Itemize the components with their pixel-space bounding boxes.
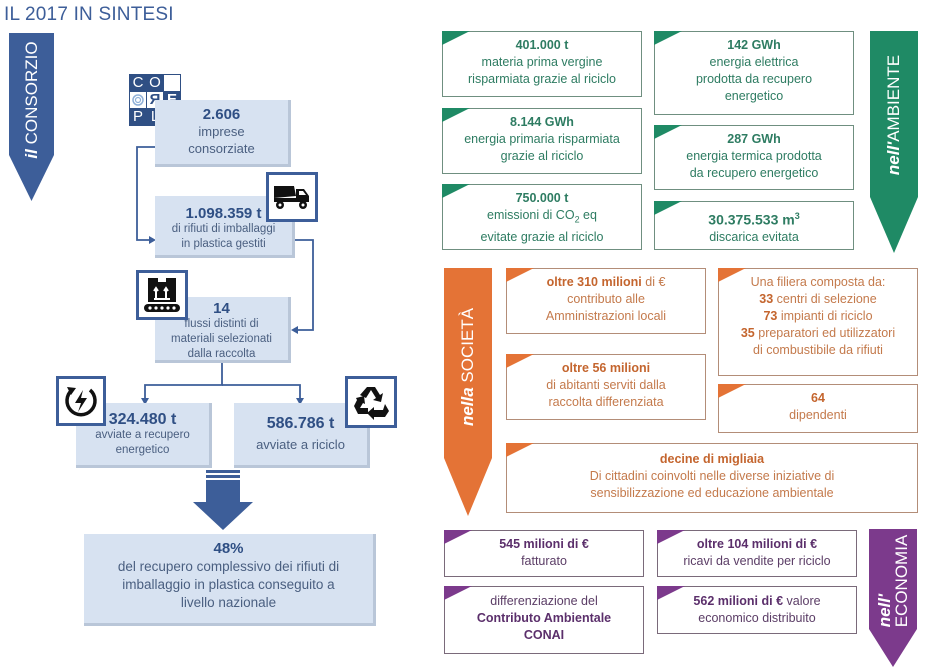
banner-ambiente: nell'AMBIENTE [870, 31, 918, 253]
corner-marker [654, 201, 682, 215]
societa-card-dipendenti: 64 dipendenti [718, 384, 918, 433]
corner-marker [442, 31, 470, 45]
banner-prefix: nella [458, 387, 477, 427]
ambiente-card-4: 287 GWh energia termica prodotta da recu… [654, 125, 854, 190]
recycle-icon [354, 387, 389, 420]
societa-card-abitanti: oltre 56 milioni di abitanti serviti dal… [506, 354, 706, 420]
corner-marker [718, 268, 746, 282]
corner-marker [654, 125, 682, 139]
imprese-box: 2.606 imprese consorziate [155, 100, 291, 167]
flussi-box: 14 flussi distinti di materiali selezion… [155, 297, 291, 363]
corner-marker [718, 384, 746, 398]
corner-marker [506, 268, 534, 282]
flussi-value: 14 [213, 300, 230, 317]
ambiente-card-1: 401.000 t materia prima vergine risparmi… [442, 31, 642, 97]
totale-value: 48% [213, 540, 244, 557]
corner-marker [654, 31, 682, 45]
ambiente-card-2: 142 GWh energia elettrica prodotta da re… [654, 31, 854, 115]
totale-box: 48% del recupero complessivo dei rifiuti… [84, 534, 376, 626]
conveyor-box-icon [144, 278, 180, 312]
corner-marker [442, 108, 470, 122]
page-title: IL 2017 IN SINTESI [4, 4, 174, 25]
ambiente-card-3: 8.144 GWh energia primaria risparmiata g… [442, 108, 642, 174]
corner-marker [657, 530, 685, 544]
banner-economia: nell'ECONOMIA [869, 529, 917, 667]
truck-icon-box [266, 172, 318, 222]
corner-marker [444, 586, 472, 600]
banner-consorzio: il CONSORZIO [9, 33, 54, 201]
imprese-value: 2.606 [202, 106, 241, 123]
energy-recovery-icon [65, 387, 97, 417]
corner-marker [506, 443, 534, 457]
banner-label: SOCIETÀ [458, 308, 477, 383]
economia-card-ricavi: oltre 104 milioni di € ricavi da vendite… [657, 530, 857, 577]
ambiente-card-5: 750.000 t emissioni di CO2 eq evitate gr… [442, 184, 642, 250]
conveyor-icon-box [136, 270, 188, 320]
flow-connectors [136, 146, 314, 530]
economia-card-contributo: differenziazione del Contributo Ambienta… [444, 586, 644, 654]
rifiuti-box: 1.098.359 t di rifiuti di imballaggi in … [155, 196, 295, 258]
corner-marker [442, 184, 470, 198]
corner-marker [444, 530, 472, 544]
banner-prefix: nell' [875, 594, 894, 628]
economia-card-fatturato: 545 milioni di € fatturato [444, 530, 644, 577]
truck-icon [274, 186, 309, 209]
corner-marker [657, 586, 685, 600]
rifiuti-value: 1.098.359 t [185, 205, 262, 222]
energy-icon-box [56, 376, 106, 426]
corner-marker [506, 354, 534, 368]
riciclo-value: 586.786 t [266, 415, 335, 432]
societa-card-contributo: oltre 310 milioni di € contributo alle A… [506, 268, 706, 334]
societa-card-filiera: Una filiera composta da: 33 centri di se… [718, 268, 918, 376]
recycle-icon-box [345, 376, 397, 428]
banner-societa: nella SOCIETÀ [444, 268, 492, 516]
ambiente-card-6: 30.375.533 m3 discarica evitata [654, 201, 854, 250]
economia-card-valore: 562 milioni di € valore economico distri… [657, 586, 857, 634]
banner-label: AMBIENTE [884, 55, 903, 143]
societa-card-cittadini: decine di migliaia Di cittadini coinvolt… [506, 443, 918, 513]
recupero-value: 324.480 t [108, 411, 177, 428]
down-arrow-icon [193, 470, 253, 530]
banner-prefix: nell' [884, 142, 903, 176]
banner-label: ECONOMIA [892, 535, 911, 628]
